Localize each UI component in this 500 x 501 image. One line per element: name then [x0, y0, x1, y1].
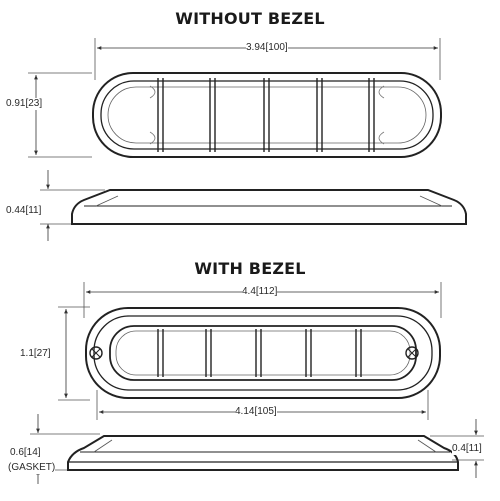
bezel-lens-outline	[109, 325, 417, 381]
title-with-bezel: WITH BEZEL	[194, 259, 306, 278]
side-view-without-bezel	[40, 170, 467, 241]
side-view-with-bezel	[30, 414, 484, 484]
mounting-screw-right-icon	[405, 346, 419, 360]
bezel-inner-outline	[93, 315, 433, 391]
top-view-with-bezel	[58, 282, 442, 420]
depth-dimension-label: 0.44[11]	[6, 205, 42, 217]
inner-width-dimension-label: 4.14[105]	[235, 406, 277, 418]
bezel-height-dimension-label: 1.1[27]	[20, 348, 51, 360]
gasket-depth-dimension-label: 0.6[14]	[10, 447, 41, 459]
height-dimension-label: 0.91[23]	[6, 98, 43, 110]
lens-inner-outline	[100, 80, 434, 150]
bezel-housing-profile	[67, 435, 459, 471]
gasket-note: (GASKET)	[8, 462, 56, 474]
housing-profile	[71, 189, 467, 225]
lens-face	[107, 86, 427, 144]
top-view-without-bezel	[28, 38, 442, 158]
bezel-lens-face	[115, 330, 411, 376]
bezel-depth-dimension-label: 0.4[11]	[452, 443, 482, 455]
width-dimension-label: 3.94[100]	[246, 42, 288, 54]
bezel-led-segments	[157, 329, 362, 377]
bezel-width-dimension-label: 4.4[112]	[242, 286, 278, 298]
mounting-screw-left-icon	[89, 346, 103, 360]
led-segments	[149, 78, 385, 152]
bezel-outline	[85, 307, 441, 399]
lens-outline	[92, 72, 442, 158]
title-without-bezel: WITHOUT BEZEL	[175, 9, 325, 28]
